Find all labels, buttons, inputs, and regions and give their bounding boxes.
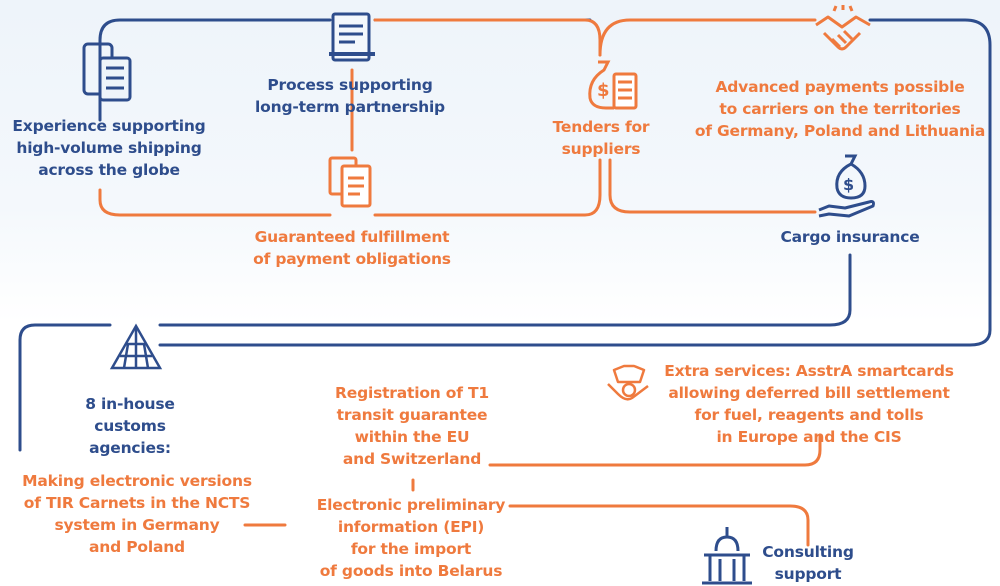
customs-label: 8 in-house customs agencies: [85,395,175,457]
tir-carnets-label: Making electronic versions of TIR Carnet… [22,472,252,556]
advanced-payments-label: Advanced payments possible to carriers o… [694,78,986,140]
document-pen-icon [329,12,375,62]
epi-label: Electronic preliminary information (EPI)… [316,496,506,580]
blue-connector-cargo [158,253,852,327]
pyramid-building-icon [109,323,163,370]
government-building-icon [702,527,752,585]
hand-money-bag-icon: $ [818,154,875,218]
mobile-checklist-icon [82,42,132,102]
orange-connector-top-right [598,18,817,57]
svg-text:$: $ [843,175,854,194]
guaranteed-label: Guaranteed fulfillment of payment obliga… [253,228,451,268]
orange-connector-epi [508,504,810,547]
smartcard-hand-icon [607,364,649,401]
cargo-insurance-label: Cargo insurance [780,228,920,246]
blue-connector-top [98,18,332,122]
orange-connector-mid-right [608,158,817,214]
handshake-icon [815,5,871,51]
tenders-label: Tenders for suppliers [552,118,650,158]
blue-connector-right-top [158,18,992,347]
orange-connector-t1 [488,433,822,467]
orange-connector-top-left [98,188,332,217]
t1-registration-label: Registration of T1 transit guarantee wit… [335,384,489,468]
blue-connector-left [18,323,112,452]
documents-icon [328,156,372,208]
experience-label: Experience supporting high-volume shippi… [12,117,206,179]
consulting-label: Consulting support [762,543,854,583]
process-label: Process supporting long-term partnership [255,76,445,116]
svg-text:$: $ [597,80,610,101]
extra-services-label: Extra services: AsstrA smartcards allowi… [664,362,954,446]
orange-connector-bottom-left [373,158,602,217]
money-bag-invoice-icon: $ [588,60,638,110]
orange-connector-top-mid [373,18,602,57]
